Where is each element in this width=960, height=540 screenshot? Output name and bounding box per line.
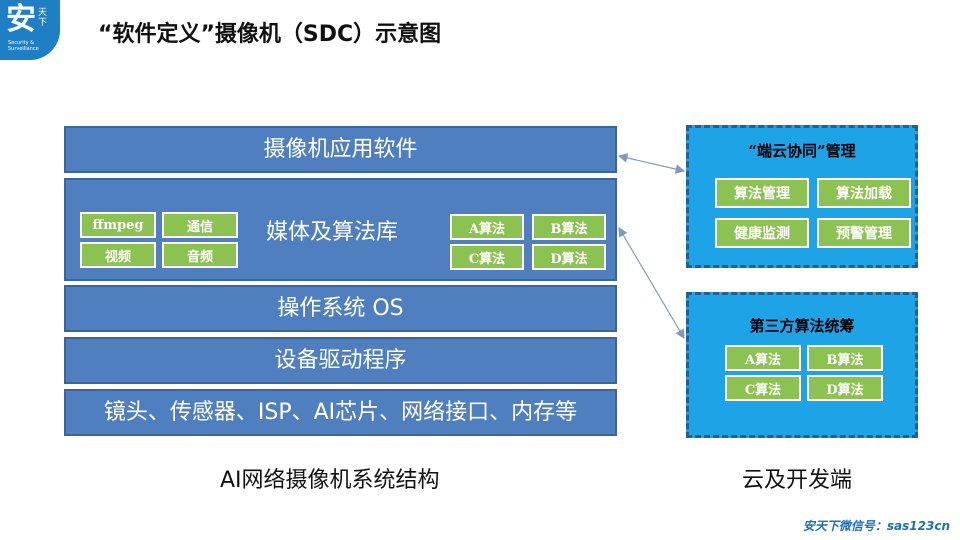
third-algo-a: A算法 xyxy=(725,345,801,371)
cloud-management-box: “端云协同”管理 算法管理 算法加载 健康监测 预警管理 xyxy=(686,125,918,268)
cloud-management-title: “端云协同”管理 xyxy=(748,142,856,160)
media-item-comm: 通信 xyxy=(162,212,238,238)
layer-media-algorithm-label: 媒体及算法库 xyxy=(266,220,399,245)
algo-item-a: A算法 xyxy=(450,214,524,240)
third-algo-d: D算法 xyxy=(807,375,883,401)
logo-subtitle: Security & Surveillance xyxy=(8,40,39,52)
layer-app-software-label: 摄像机应用软件 xyxy=(263,137,418,162)
layer-hardware-label: 镜头、传感器、ISP、AI芯片、网络接口、内存等 xyxy=(103,400,578,425)
third-algo-b: B算法 xyxy=(807,345,883,371)
third-party-title: 第三方算法统筹 xyxy=(749,317,855,335)
logo-sub-line-1: Security & xyxy=(8,40,35,46)
logo-side-text: 天下 xyxy=(38,8,48,28)
layer-driver-label: 设备驱动程序 xyxy=(274,348,407,373)
mgmt-item-alert: 预警管理 xyxy=(817,218,911,248)
third-algo-c: C算法 xyxy=(725,375,801,401)
layer-os: 操作系统 OS xyxy=(64,285,617,332)
layer-media-algorithm: 媒体及算法库 ffmpeg 通信 视频 音频 A算法 B算法 C算法 D算法 xyxy=(64,178,617,281)
logo-main-char: 安 xyxy=(6,2,36,37)
footer-wechat: 安天下微信号：sas123cn xyxy=(802,519,950,533)
mgmt-item-health: 健康监测 xyxy=(715,218,809,248)
mgmt-item-algo-load: 算法加载 xyxy=(817,178,911,208)
media-item-audio: 音频 xyxy=(162,242,238,268)
logo: 安 天下 Security & Surveillance xyxy=(0,0,60,60)
algo-item-c: C算法 xyxy=(450,244,524,270)
caption-cloud-dev: 云及开发端 xyxy=(742,468,853,493)
layer-os-label: 操作系统 OS xyxy=(277,296,404,321)
third-party-algorithm-box: 第三方算法统筹 A算法 B算法 C算法 D算法 xyxy=(686,292,918,438)
media-item-video: 视频 xyxy=(80,242,156,268)
layer-app-software: 摄像机应用软件 xyxy=(64,126,617,173)
media-item-ffmpeg: ffmpeg xyxy=(80,212,156,238)
algo-item-b: B算法 xyxy=(532,214,606,240)
layer-hardware: 镜头、传感器、ISP、AI芯片、网络接口、内存等 xyxy=(64,389,617,436)
arrow-app-to-cloud xyxy=(617,153,686,174)
arrow-algo-to-third-party xyxy=(618,226,685,340)
caption-system-structure: AI网络摄像机系统结构 xyxy=(220,468,440,493)
layer-driver: 设备驱动程序 xyxy=(64,337,617,384)
page-title: “软件定义”摄像机（SDC）示意图 xyxy=(98,22,442,47)
mgmt-item-algo-manage: 算法管理 xyxy=(715,178,809,208)
logo-sub-line-2: Surveillance xyxy=(8,46,39,52)
algo-item-d: D算法 xyxy=(532,244,606,270)
